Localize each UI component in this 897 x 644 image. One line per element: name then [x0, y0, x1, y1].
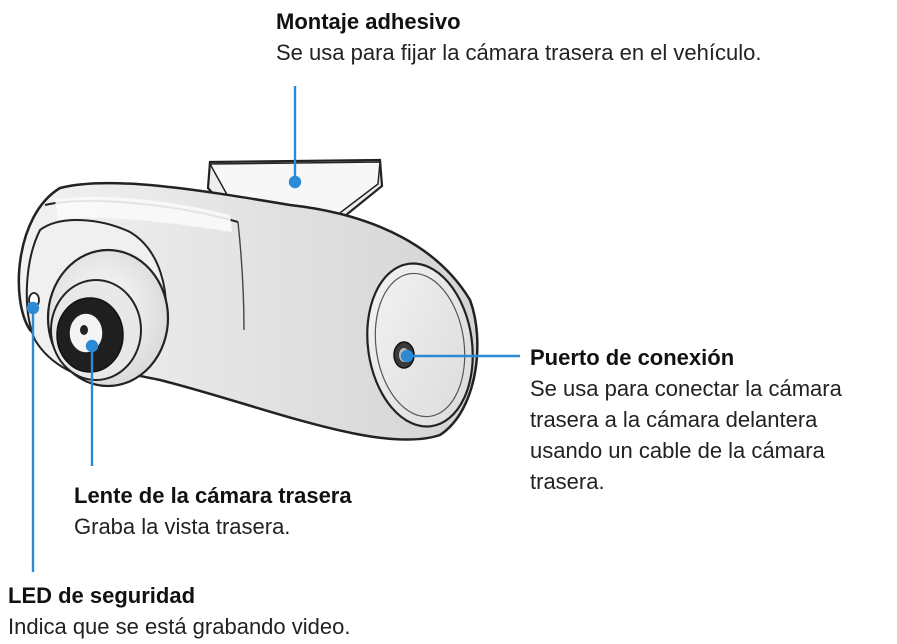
leader-dot-led — [26, 301, 40, 315]
callout-connection-port: Puerto de conexión Se usa para conectar … — [530, 342, 890, 497]
callout-description: Indica que se está grabando video. — [8, 614, 351, 639]
callout-description: Graba la vista trasera. — [74, 514, 291, 539]
callout-adhesive-mount: Montaje adhesivo Se usa para fijar la cá… — [276, 6, 876, 68]
callout-description-line: trasera. — [530, 469, 605, 494]
lens-assembly — [46, 248, 170, 388]
callout-title: Montaje adhesivo — [276, 9, 461, 34]
callout-title: Lente de la cámara trasera — [74, 483, 352, 508]
callout-title: LED de seguridad — [8, 583, 196, 608]
callout-description-line: trasera a la cámara delantera — [530, 407, 818, 432]
callout-security-led: LED de seguridad Indica que se está grab… — [8, 580, 508, 642]
leader-dot-mount — [288, 175, 302, 189]
leader-lines — [26, 86, 520, 572]
leader-dot-lens — [85, 339, 99, 353]
callout-description-line: Se usa para conectar la cámara — [530, 376, 842, 401]
callout-rear-lens: Lente de la cámara trasera Graba la vist… — [74, 480, 454, 542]
callout-title: Puerto de conexión — [530, 345, 735, 370]
callout-description: Se usa para fijar la cámara trasera en e… — [276, 40, 762, 65]
side-cap — [366, 262, 474, 428]
callout-description-line: usando un cable de la cámara — [530, 438, 825, 463]
leader-dot-port — [400, 349, 414, 363]
